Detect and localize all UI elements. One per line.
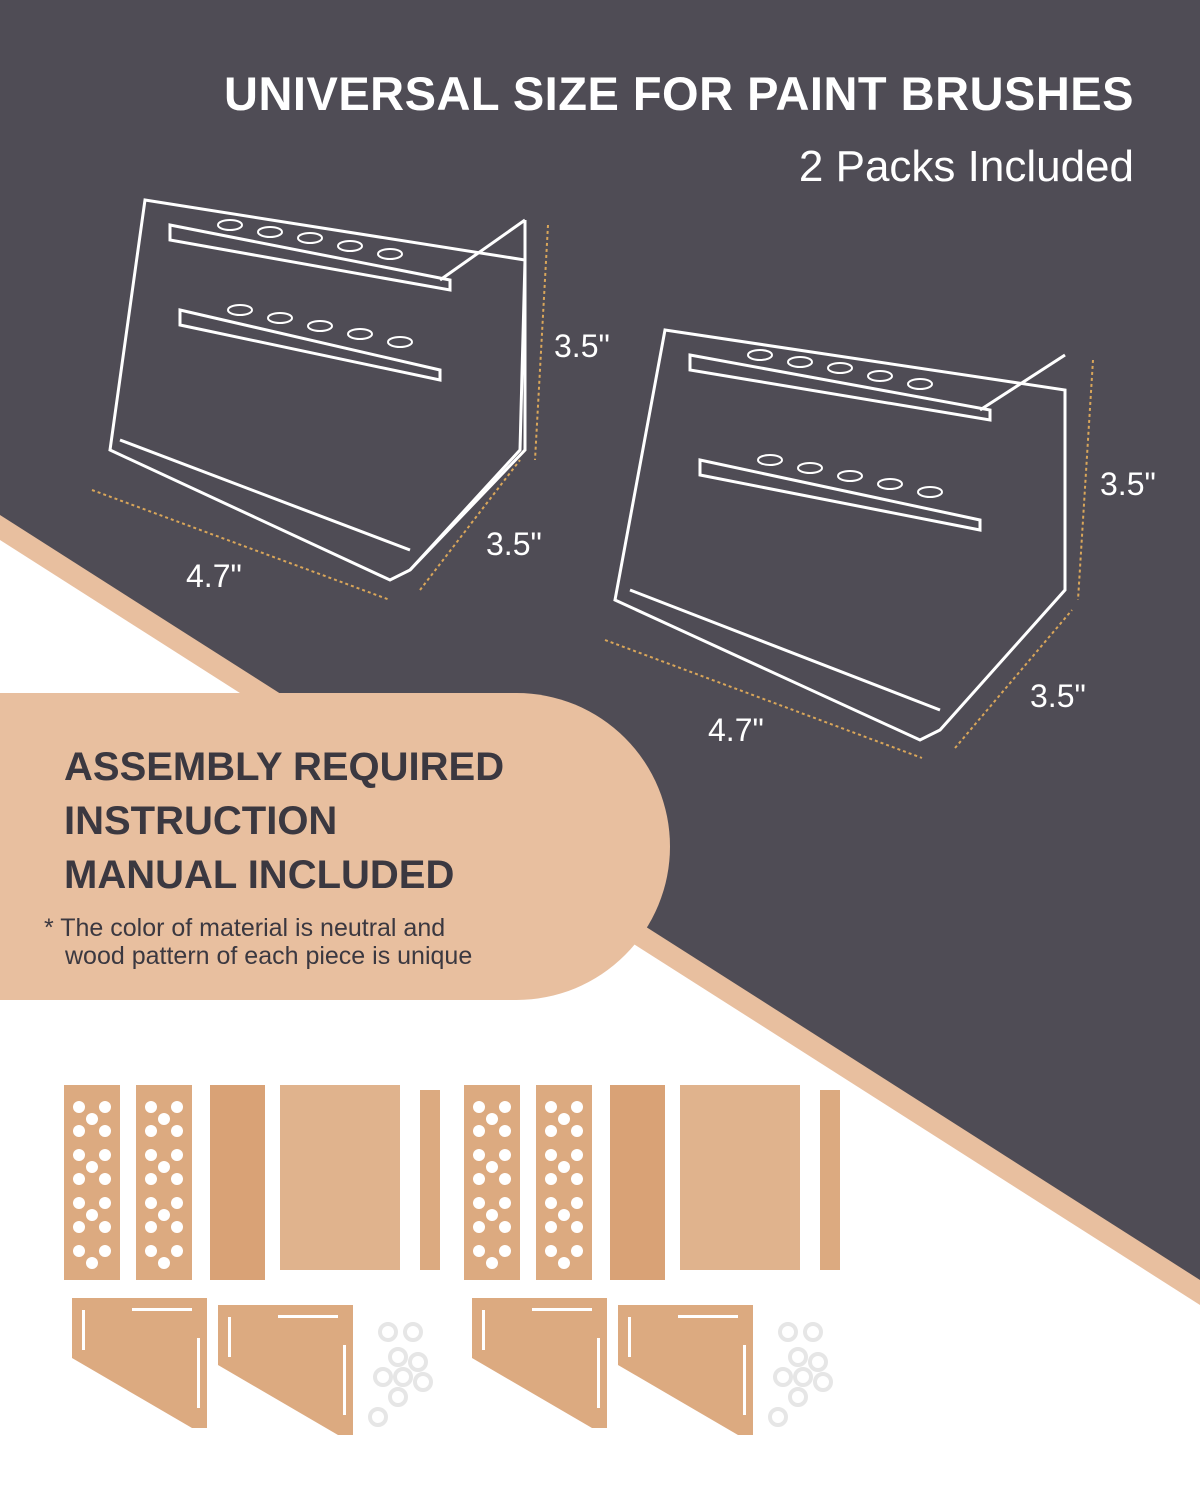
right-height-label: 3.5" [1100,466,1156,502]
assembly-banner [0,693,670,1000]
right-width-label: 4.7" [708,712,764,748]
material-note: * The color of material is neutral and w… [44,914,472,970]
assembly-line-1: ASSEMBLY REQUIRED [64,745,505,789]
note-line-2: wood pattern of each piece is unique [65,942,473,970]
parts-set-1 [64,1085,440,1435]
left-width-label: 4.7" [186,558,242,594]
parts-set-2 [464,1085,840,1435]
left-depth-label: 3.5" [486,526,542,562]
rack-illustration-left [91,198,549,601]
assembly-line-2: INSTRUCTION [64,799,338,843]
rack-illustration-right [604,328,1094,759]
left-height-label: 3.5" [554,328,610,364]
page-title: UNIVERSAL SIZE FOR PAINT BRUSHES [224,67,1134,120]
page-subtitle: 2 Packs Included [798,142,1134,191]
assembly-heading: ASSEMBLY REQUIRED INSTRUCTION MANUAL INC… [64,740,504,902]
note-line-1: * The color of material is neutral and [44,914,446,942]
right-depth-label: 3.5" [1030,678,1086,714]
assembly-line-3: MANUAL INCLUDED [64,853,455,897]
